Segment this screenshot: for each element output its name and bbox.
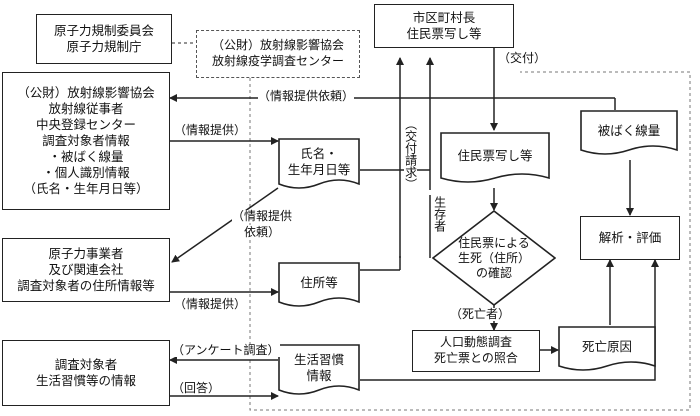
nra-line-2: 原子力規制庁 (66, 39, 142, 54)
resident-copy-line-1: 住民票写し等 (457, 147, 533, 163)
node-dynamics: 人口動態調査 死亡票との照合 (412, 330, 540, 372)
operators-line-1: 原子力事業者 (48, 245, 124, 261)
subjects-line-2: 生活習慣等の情報 (35, 373, 136, 388)
label-info-request: （情報提供依頼） (258, 89, 355, 104)
label-info-provide-1: （情報提供） (174, 123, 247, 138)
doc-lifestyle: 生活習慣 情報 (278, 344, 360, 400)
node-municipality: 市区町村長 住民票写し等 (374, 4, 514, 48)
lifestyle-line-1: 生活習慣 (293, 351, 344, 367)
center-boundary (249, 71, 691, 411)
doc-resident-copy-text: 住民票写し等 (440, 132, 550, 180)
node-operators: 原子力事業者 及び関連会社 調査対象者の住所情報等 (2, 238, 170, 302)
decision-vital-status: 住民票による 生死（住所） の確認 (431, 209, 557, 307)
registry-line-7: （氏名・生年月日等） (23, 181, 149, 196)
doc-dose-text: 被ばく線量 (580, 110, 678, 152)
label-issue: （交付） (498, 51, 547, 66)
rerf-line-2: 放射線疫学調査センター (211, 54, 344, 68)
dose-line-1: 被ばく線量 (597, 122, 661, 138)
vital-line-3: の確認 (475, 265, 512, 280)
registry-line-4: 調査対象者情報 (42, 133, 130, 148)
label-info-request-2b: 依頼） (244, 225, 281, 240)
node-subjects: 調査対象者 生活習慣等の情報 (2, 340, 170, 406)
subjects-line-1: 調査対象者 (54, 356, 118, 372)
nra-line-1: 原子力規制委員会 (53, 22, 154, 38)
doc-cause: 死亡原因 (558, 326, 656, 376)
operators-line-3: 調査対象者の住所情報等 (17, 278, 155, 294)
node-analysis: 解析・評価 (580, 216, 680, 260)
name-dob-line-2: 生年月日等 (287, 162, 351, 177)
node-nra: 原子力規制委員会 原子力規制庁 (36, 14, 172, 64)
doc-shape (278, 262, 360, 307)
doc-shape (558, 326, 656, 371)
lifestyle-line-2: 情報 (306, 368, 332, 383)
dynamics-line-1: 人口動態調査 (439, 335, 512, 350)
doc-cause-text: 死亡原因 (558, 326, 656, 368)
label-dead: （死亡者） (450, 307, 511, 322)
arrow-lifestyle-to-analysis (360, 259, 659, 381)
address-line-1: 住所等 (300, 274, 338, 290)
rerf-line-1: （公財）放射線影響協会 (211, 38, 344, 53)
arrow-info-request-2 (171, 187, 279, 263)
label-alive: 生存者 (432, 196, 447, 232)
label-info-request-2a: （情報提供 (232, 209, 293, 224)
decision-text: 住民票による 生死（住所） の確認 (432, 210, 556, 306)
vital-line-2: 生死（住所） (457, 250, 530, 265)
registry-line-5: ・被ばく線量 (48, 149, 124, 164)
analysis-line-1: 解析・評価 (598, 229, 662, 245)
doc-name-dob: 氏名・ 生年月日等 (278, 138, 360, 194)
doc-name-dob-text: 氏名・ 生年月日等 (278, 138, 360, 186)
registry-line-2: 放射線従事者 (48, 101, 124, 116)
doc-shape (440, 132, 550, 183)
node-rerf: （公財）放射線影響協会 放射線疫学調査センター (196, 30, 360, 78)
diamond-shape (431, 209, 557, 307)
doc-dose: 被ばく線量 (580, 110, 678, 160)
doc-shape (278, 138, 360, 189)
municipality-line-1: 市区町村長 (412, 9, 476, 25)
name-dob-line-1: 氏名・ (300, 145, 338, 161)
doc-shape (278, 344, 360, 395)
cause-line-1: 死亡原因 (581, 338, 632, 354)
doc-address: 住所等 (278, 262, 360, 312)
registry-line-3: 中央登録センター (35, 117, 136, 132)
label-info-provide-2: （情報提供） (174, 297, 247, 312)
vital-line-1: 住民票による (458, 235, 530, 250)
dynamics-line-2: 死亡票との照合 (434, 351, 518, 365)
label-answer: （回答） (172, 381, 221, 396)
label-issue-request: （交付請求） (403, 118, 418, 190)
registry-line-1: （公財）放射線影響協会 (17, 85, 155, 100)
municipality-line-2: 住民票写し等 (406, 26, 482, 41)
label-questionnaire: （アンケート調査） (172, 343, 280, 358)
operators-line-2: 及び関連会社 (48, 261, 124, 277)
doc-shape (580, 110, 678, 155)
doc-lifestyle-text: 生活習慣 情報 (278, 344, 360, 392)
registry-line-6: ・個人識別情報 (42, 165, 130, 180)
doc-resident-copy: 住民票写し等 (440, 132, 550, 188)
doc-address-text: 住所等 (278, 262, 360, 304)
node-registry: （公財）放射線影響協会 放射線従事者 中央登録センター 調査対象者情報 ・被ばく… (2, 72, 170, 210)
